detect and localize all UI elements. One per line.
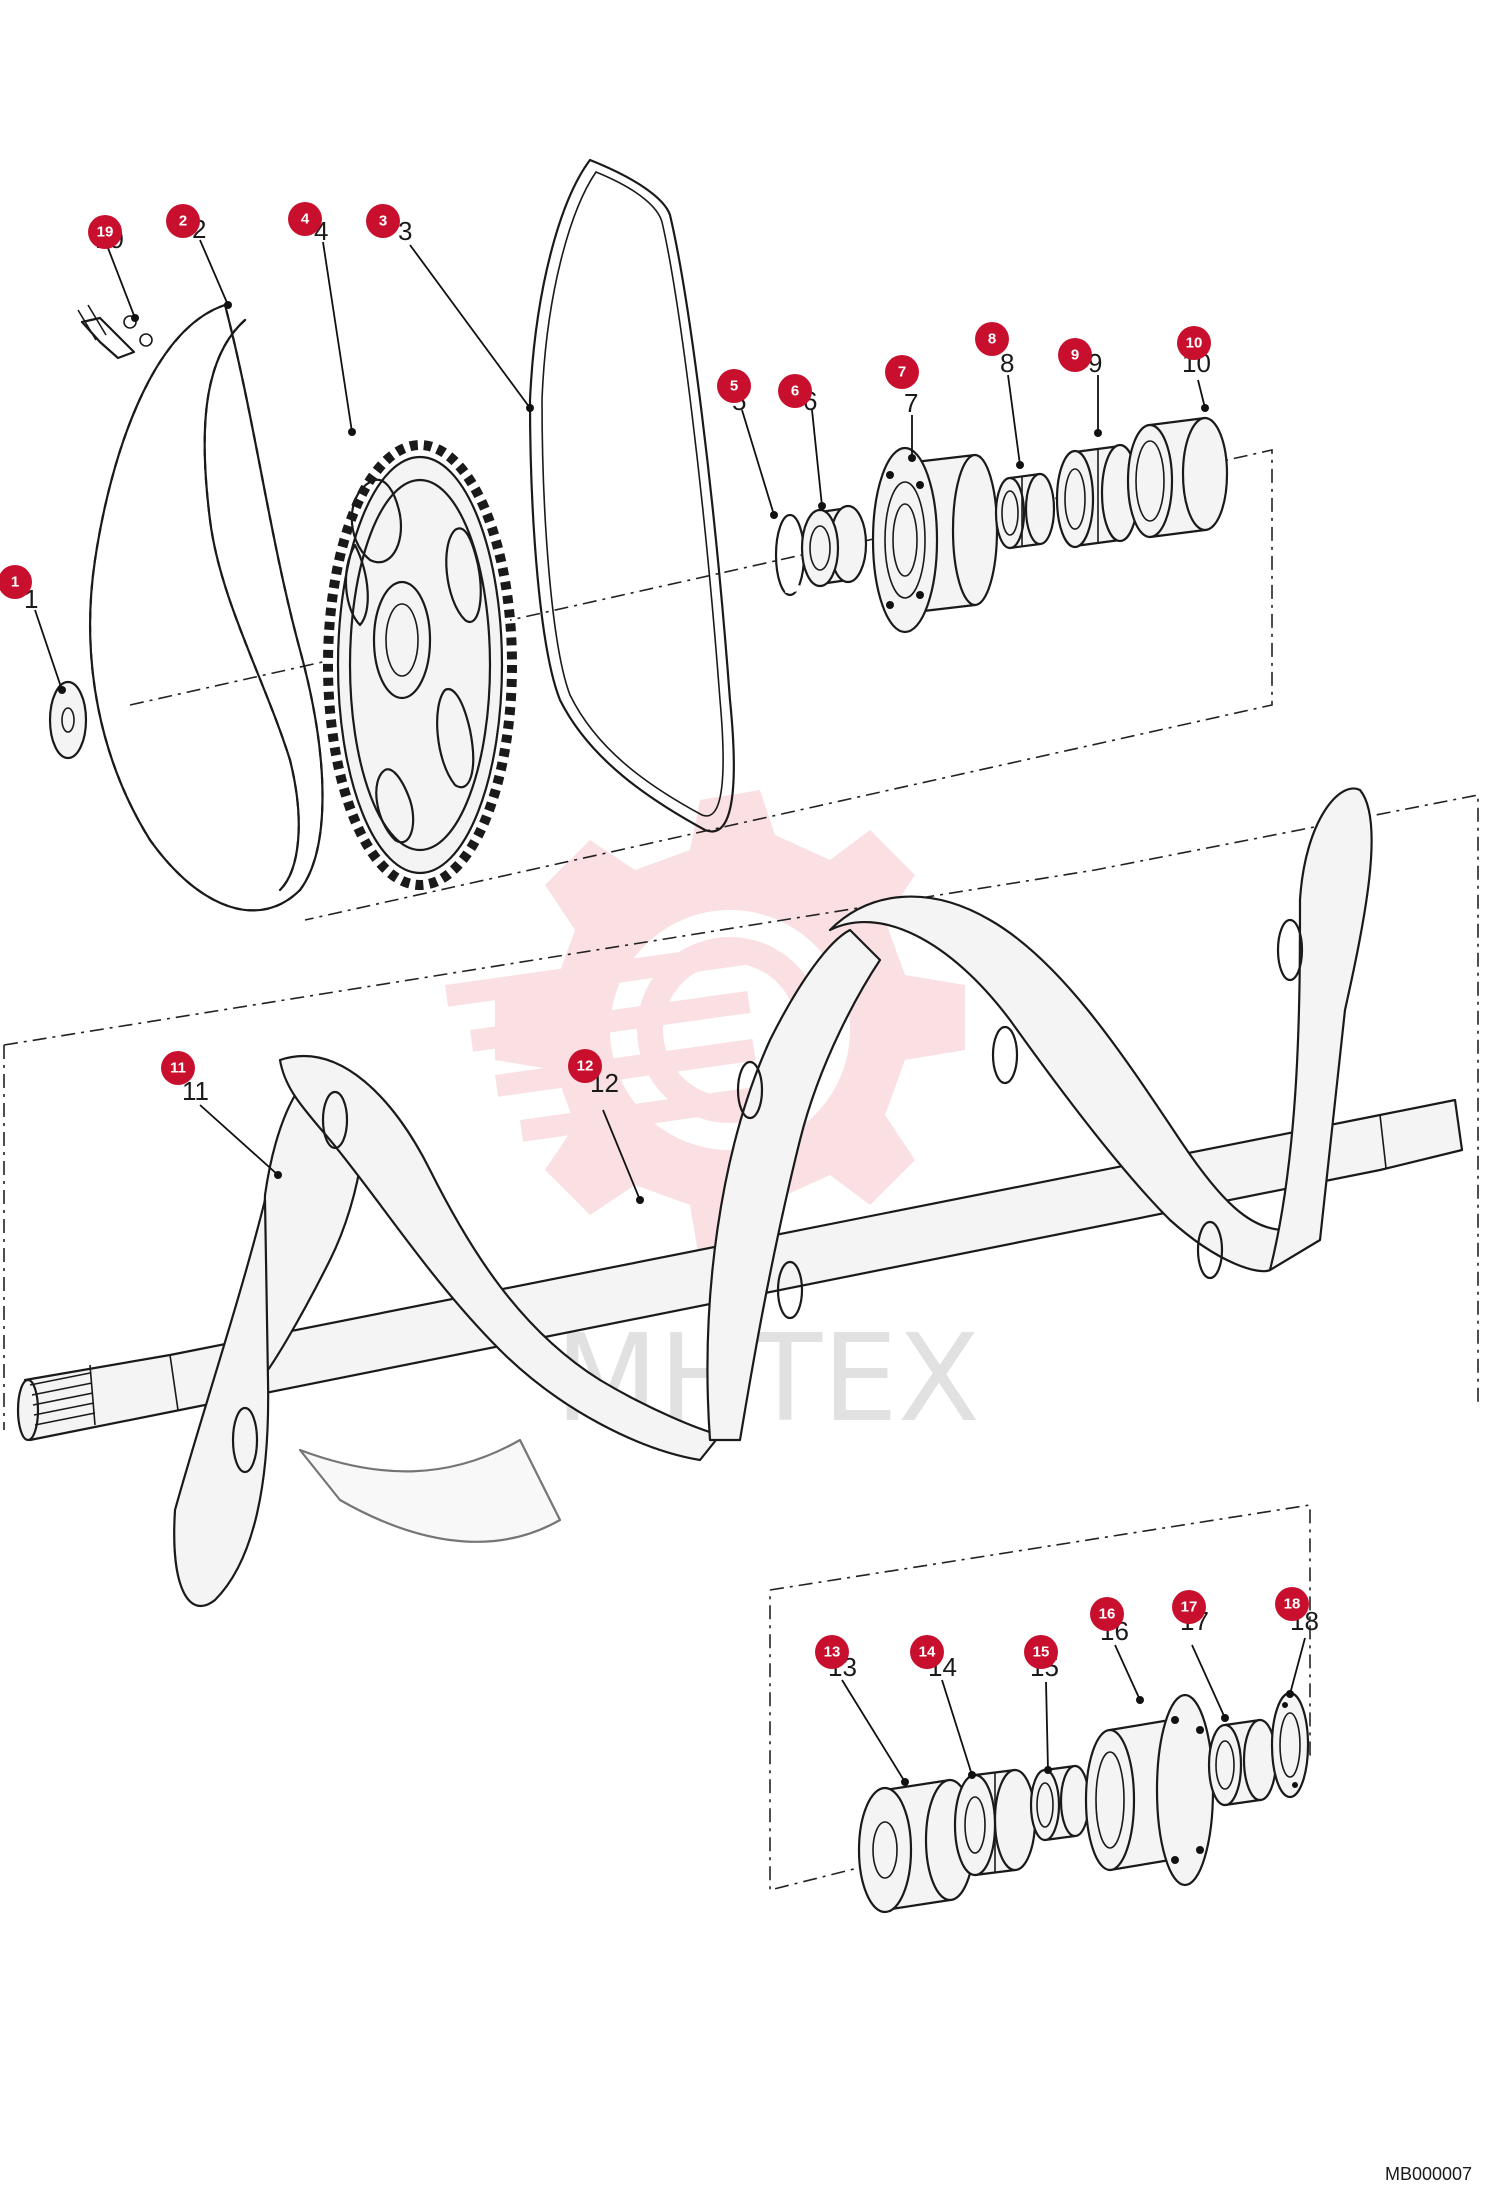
lower-assembly-outline	[769, 1504, 1311, 1892]
svg-text:6: 6	[791, 383, 799, 400]
svg-text:14: 14	[919, 1644, 936, 1661]
callout-badge-16[interactable]: 16	[1090, 1597, 1124, 1631]
svg-text:2: 2	[179, 213, 187, 230]
part-number-3: 3	[398, 216, 412, 246]
part-9-spacer	[1055, 443, 1140, 549]
svg-text:9: 9	[1071, 347, 1079, 364]
part-8-seal-ring	[994, 472, 1056, 550]
part-5-circlip	[774, 513, 806, 597]
callout-badge-12[interactable]: 12	[568, 1049, 602, 1083]
svg-text:16: 16	[1099, 1606, 1116, 1623]
svg-text:17: 17	[1181, 1599, 1198, 1616]
part-4-sprocket	[323, 440, 517, 890]
callout-badge-19[interactable]: 19	[88, 215, 122, 249]
callout-badge-11[interactable]: 11	[161, 1051, 195, 1085]
part-7-flange-housing	[871, 446, 999, 634]
part-number-8: 8	[1000, 348, 1014, 378]
callout-badge-6[interactable]: 6	[778, 374, 812, 408]
callout-badge-2[interactable]: 2	[166, 204, 200, 238]
part-10-bushing	[1126, 416, 1229, 539]
part-11-auger-flights	[173, 787, 1373, 1607]
callout-badge-8[interactable]: 8	[975, 322, 1009, 356]
svg-text:13: 13	[824, 1644, 841, 1661]
part-17-bearing	[1207, 1718, 1278, 1807]
callout-badges: 1 2 3 4 5 6 7 8 9 10 11 12 13 14 15 16 1…	[0, 202, 1309, 1669]
part-2-roller-chain	[89, 303, 324, 912]
part-6-bearing	[800, 504, 868, 588]
callout-badge-4[interactable]: 4	[288, 202, 322, 236]
svg-text:12: 12	[577, 1058, 594, 1075]
svg-text:3: 3	[379, 213, 387, 230]
drawing-code: MB000007	[1385, 2164, 1472, 2184]
callout-badge-5[interactable]: 5	[717, 369, 751, 403]
svg-text:10: 10	[1186, 335, 1203, 352]
svg-text:15: 15	[1033, 1644, 1050, 1661]
leader-lines	[34, 239, 1306, 1786]
svg-text:8: 8	[988, 331, 996, 348]
part-numbers: 1 2 3 4 5 6 7 8 9 10 11 12 13 14 15 16 1…	[24, 214, 1319, 1682]
svg-text:7: 7	[898, 364, 906, 381]
callout-badge-17[interactable]: 17	[1172, 1590, 1206, 1624]
part-number-7: 7	[904, 388, 918, 418]
svg-text:11: 11	[170, 1060, 186, 1077]
part-16-flange-housing	[1084, 1693, 1215, 1887]
callout-badge-3[interactable]: 3	[366, 204, 400, 238]
callout-badge-18[interactable]: 18	[1275, 1587, 1309, 1621]
svg-text:1: 1	[11, 574, 19, 591]
part-1-washer	[48, 680, 88, 760]
callout-badge-15[interactable]: 15	[1024, 1635, 1058, 1669]
callout-badge-13[interactable]: 13	[815, 1635, 849, 1669]
svg-text:19: 19	[97, 224, 114, 241]
watermark	[445, 790, 965, 1265]
callout-badge-9[interactable]: 9	[1058, 338, 1092, 372]
shaft-assembly-outline	[3, 794, 1479, 1405]
callout-badge-10[interactable]: 10	[1177, 326, 1211, 360]
part-14-spacer	[953, 1768, 1037, 1877]
part-15-seal-ring	[1029, 1764, 1091, 1842]
svg-text:4: 4	[301, 211, 310, 228]
callout-badge-14[interactable]: 14	[910, 1635, 944, 1669]
callout-badge-7[interactable]: 7	[885, 355, 919, 389]
svg-text:5: 5	[730, 378, 738, 395]
upper-assembly-outline	[129, 449, 1273, 921]
svg-text:18: 18	[1284, 1596, 1301, 1613]
part-19-connecting-link	[77, 304, 153, 360]
callout-badge-1[interactable]: 1	[0, 565, 32, 599]
part-3-guard-plate	[528, 158, 735, 833]
part-18-end-cap	[1270, 1691, 1310, 1799]
